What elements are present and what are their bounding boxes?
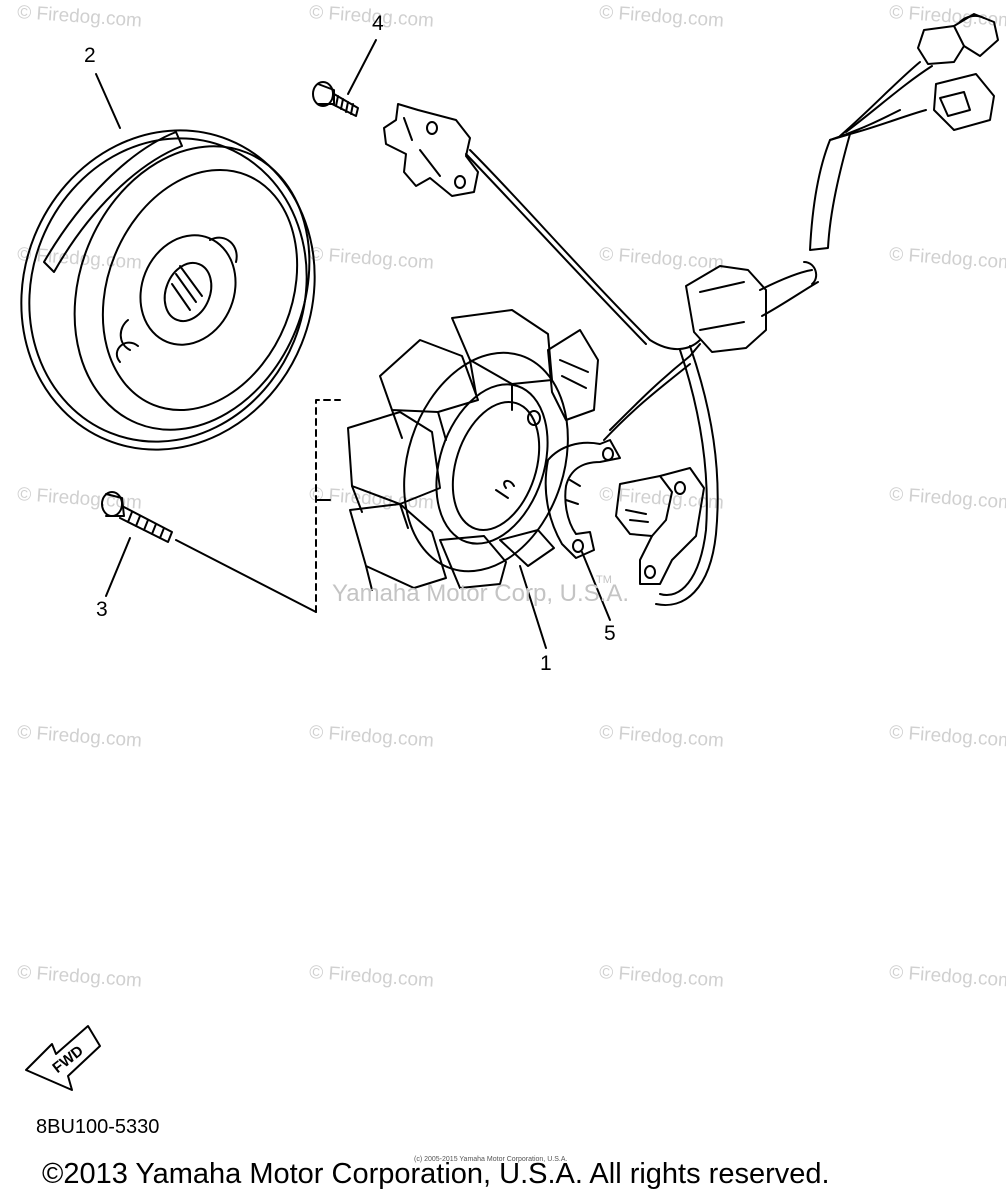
screw-part-4[interactable] xyxy=(312,81,359,117)
fwd-arrow-icon: FWD xyxy=(25,1025,101,1091)
leader-line-1 xyxy=(519,565,547,649)
callout-3: 3 xyxy=(96,598,108,621)
trademark-mark: TM xyxy=(596,574,612,586)
rotor-assembly[interactable] xyxy=(0,86,362,494)
leader-line-5 xyxy=(581,551,611,621)
center-watermark: Yamaha Motor Corp, U.S.A. xyxy=(332,580,629,607)
stator-assembly[interactable] xyxy=(347,309,599,593)
callout-4: 4 xyxy=(372,12,384,35)
leader-line-4 xyxy=(347,39,377,95)
callout-2: 2 xyxy=(84,44,96,67)
diagram-code: 8BU100-5330 xyxy=(36,1116,160,1138)
small-notice: (c) 2005-2015 Yamaha Motor Corporation, … xyxy=(414,1156,568,1163)
leader-line-3 xyxy=(105,537,131,597)
fwd-label: FWD xyxy=(49,1042,87,1077)
crank-sensor[interactable] xyxy=(615,467,705,585)
pickup-coil[interactable] xyxy=(383,103,701,350)
bolt-part-3[interactable] xyxy=(101,491,173,543)
copyright-notice: ©2013 Yamaha Motor Corporation, U.S.A. A… xyxy=(42,1158,830,1190)
callout-1: 1 xyxy=(540,652,552,675)
bolt-leader xyxy=(175,399,341,613)
leader-line-2 xyxy=(95,73,121,129)
clamp-part-5[interactable] xyxy=(544,439,621,559)
wire-harness[interactable] xyxy=(603,13,999,606)
callout-5: 5 xyxy=(604,622,616,645)
